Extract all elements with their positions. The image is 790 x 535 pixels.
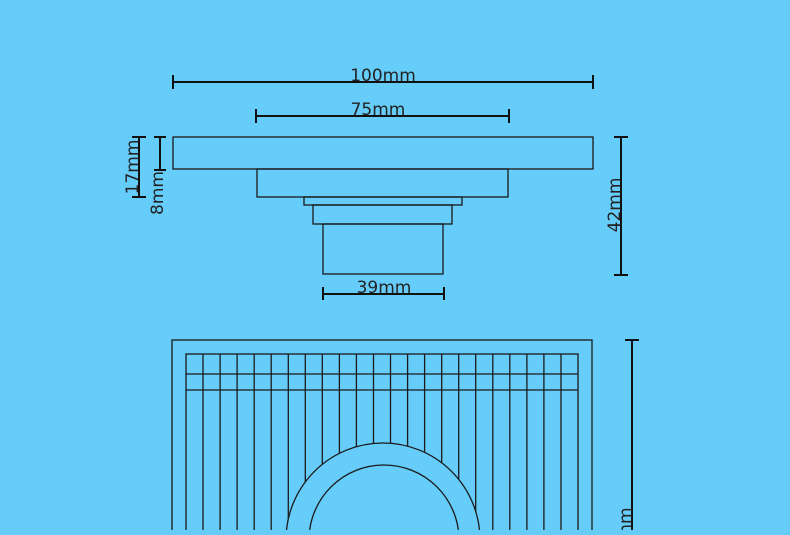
dim-top-view-height xyxy=(625,339,639,535)
label-flange-height: 17mm xyxy=(123,140,143,195)
label-pipe-width: 39mm xyxy=(357,278,412,298)
top-inner-arc xyxy=(308,464,460,535)
label-total-width: 100mm xyxy=(350,66,416,86)
dim-pipe-width xyxy=(322,287,445,300)
label-top-view-height: mm xyxy=(616,507,636,530)
label-step-height: 8mm xyxy=(148,171,168,215)
side-flange xyxy=(172,136,594,170)
label-total-height: 42mm xyxy=(605,178,625,233)
dim-total-width xyxy=(172,75,594,89)
side-pipe xyxy=(322,223,444,275)
dim-step-height xyxy=(154,136,166,171)
side-step xyxy=(256,168,509,198)
side-collar xyxy=(312,204,453,225)
top-outer-arc xyxy=(285,442,481,535)
dim-flange-height xyxy=(132,136,146,198)
dim-step-width xyxy=(255,109,510,123)
top-outer-frame xyxy=(171,339,593,535)
side-thin-plate xyxy=(303,196,463,206)
top-inner-frame xyxy=(185,353,579,535)
side-view xyxy=(172,136,594,275)
label-step-width: 75mm xyxy=(351,100,406,120)
top-view xyxy=(171,339,593,535)
dim-total-height xyxy=(614,136,628,276)
